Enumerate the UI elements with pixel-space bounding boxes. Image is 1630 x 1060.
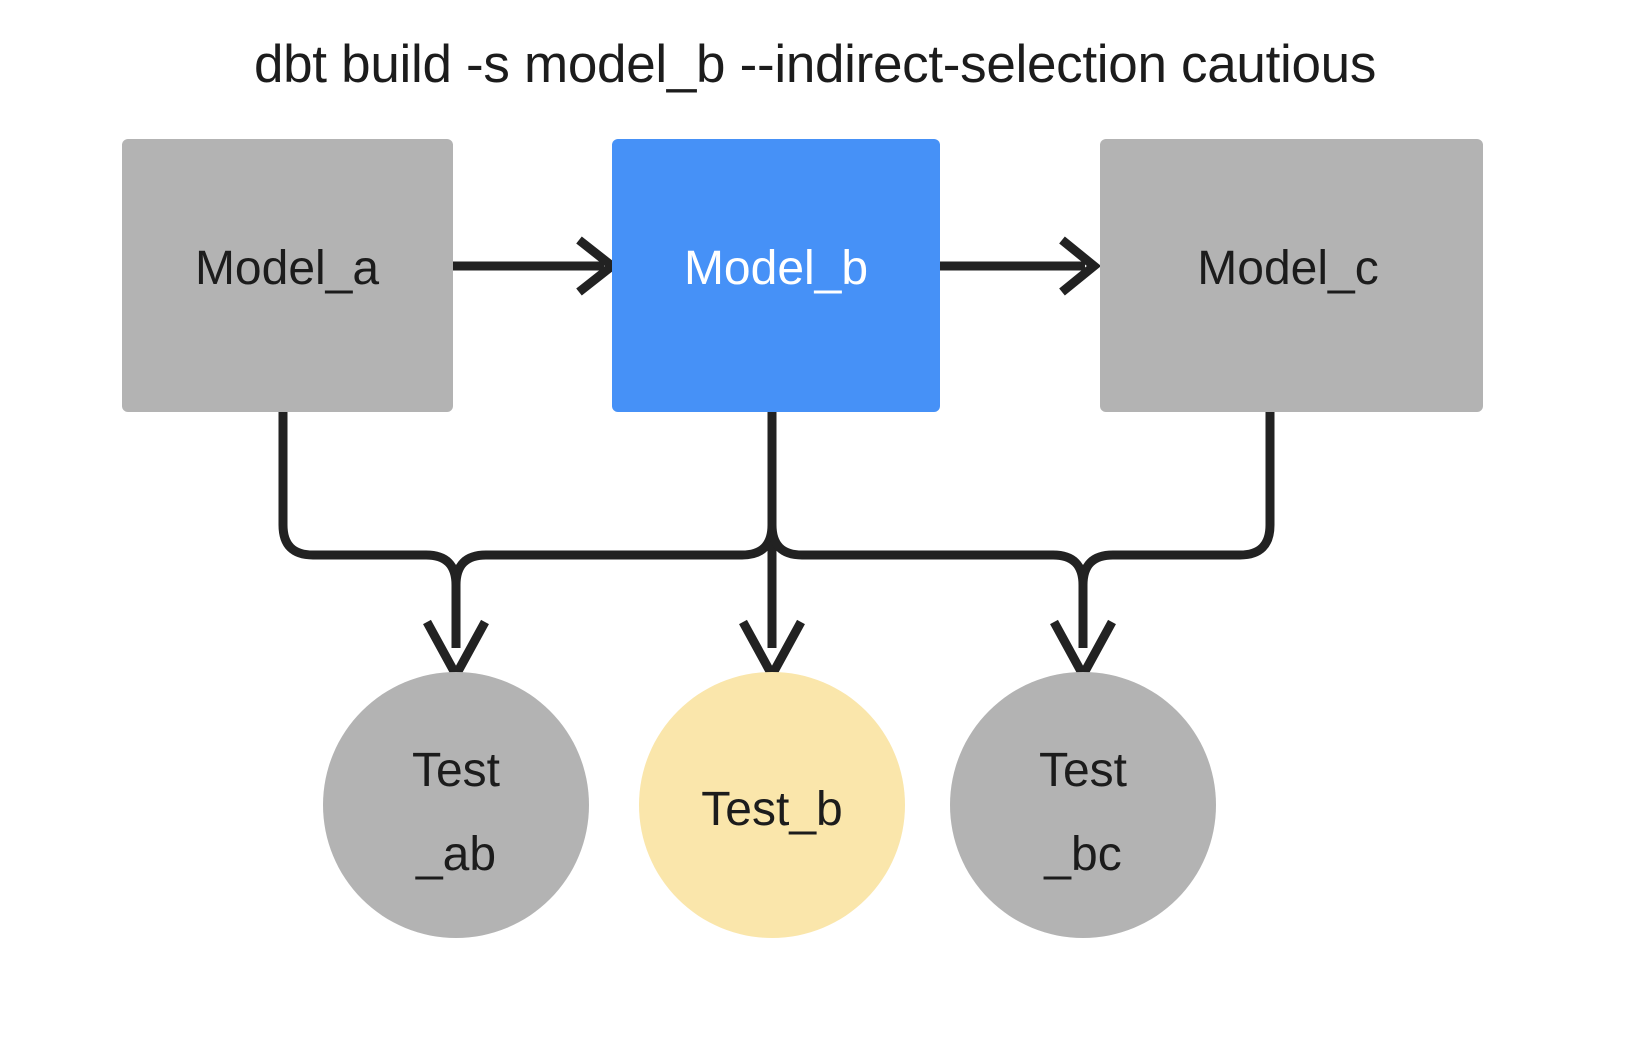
node-model-a[interactable]: Model_a bbox=[122, 139, 453, 412]
edge-model-a-to-model-b bbox=[453, 236, 620, 296]
node-test-ab[interactable]: Test _ab bbox=[323, 672, 589, 938]
node-model-c-shape[interactable] bbox=[1100, 139, 1483, 412]
node-model-b-shape[interactable] bbox=[612, 139, 940, 412]
diagram-title: dbt build -s model_b --indirect-selectio… bbox=[254, 35, 1376, 94]
node-test-ab-shape[interactable] bbox=[323, 672, 589, 938]
node-test-bc-label-line1: Test bbox=[1039, 744, 1127, 797]
edge-model-b-to-model-c bbox=[940, 236, 1102, 296]
node-model-c-label: Model_c bbox=[1197, 242, 1378, 295]
node-test-b-label: Test_b bbox=[701, 783, 842, 836]
node-test-b[interactable]: Test_b bbox=[639, 672, 905, 938]
node-model-a-shape[interactable] bbox=[122, 139, 453, 412]
node-test-bc-label-line2: _bc bbox=[1043, 828, 1121, 881]
edge-model-c-to-test-bc bbox=[1078, 408, 1275, 648]
node-test-bc[interactable]: Test _bc bbox=[950, 672, 1216, 938]
node-test-ab-label-line2: _ab bbox=[415, 828, 496, 881]
node-model-a-label: Model_a bbox=[195, 242, 379, 295]
node-model-b[interactable]: Model_b bbox=[612, 139, 940, 412]
node-model-c[interactable]: Model_c bbox=[1100, 139, 1483, 412]
node-test-bc-shape[interactable] bbox=[950, 672, 1216, 938]
node-test-ab-label-line1: Test bbox=[412, 744, 500, 797]
edge-model-b-to-test-ab bbox=[451, 408, 777, 648]
node-test-b-shape[interactable] bbox=[639, 672, 905, 938]
edge-model-b-to-test-bc bbox=[767, 408, 1116, 685]
node-model-b-label: Model_b bbox=[684, 242, 868, 295]
